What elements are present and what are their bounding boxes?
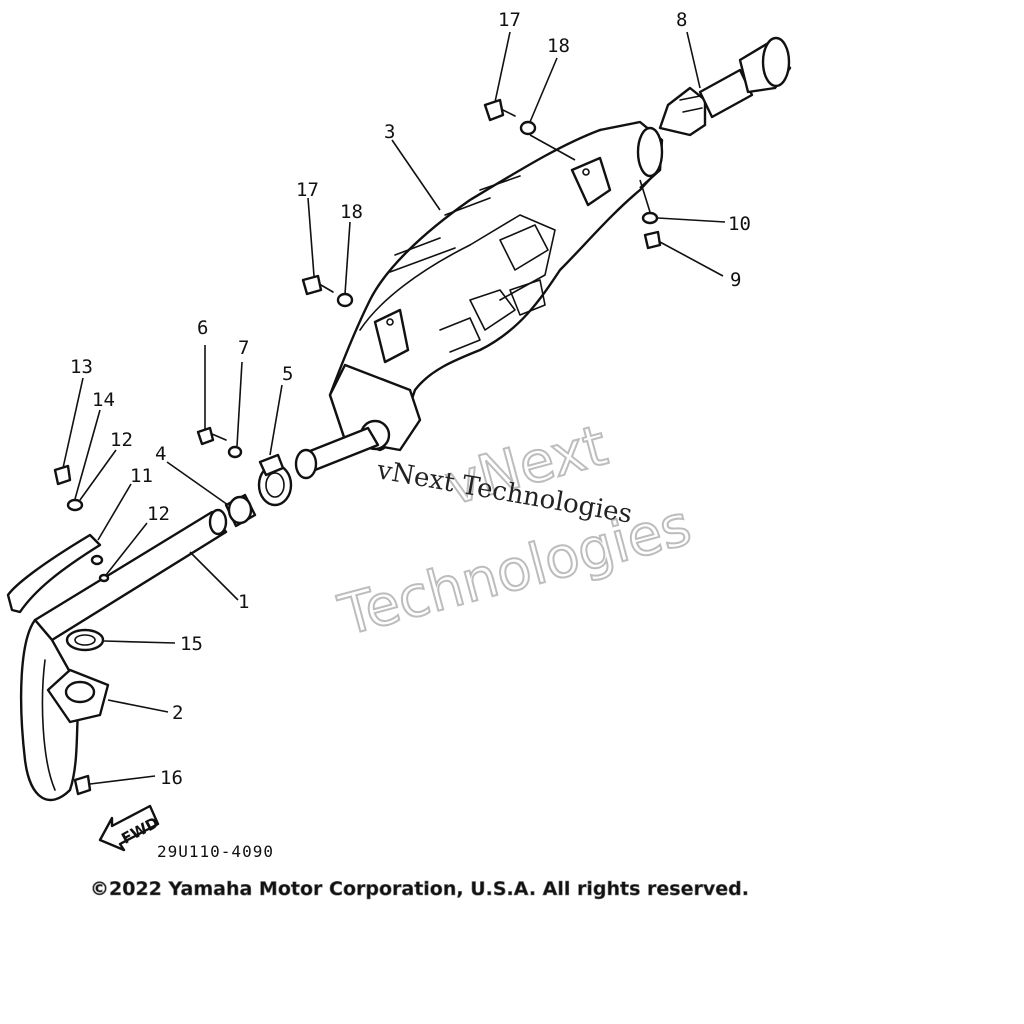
heat-shield [6, 533, 102, 614]
callout-16: 16 [160, 767, 183, 789]
inlet-pipe [294, 426, 380, 480]
clamp [257, 453, 293, 507]
callout-12-lower: 12 [147, 503, 170, 525]
bolts-washers [53, 98, 662, 796]
callout-10: 10 [728, 213, 751, 235]
callout-12-upper: 12 [110, 429, 133, 451]
callout-1: 1 [238, 591, 249, 613]
exhaust-pipe [19, 508, 228, 802]
callout-3: 3 [384, 121, 395, 143]
part-code: 29U110-4090 [157, 842, 274, 861]
muffler-body [328, 120, 664, 452]
callout-18-upper: 18 [547, 35, 570, 57]
callout-13: 13 [70, 356, 93, 378]
leader-lines [62, 31, 726, 785]
callout-labels: 1 2 3 4 5 6 7 8 9 10 11 12 12 13 14 15 1… [70, 9, 751, 789]
joint [224, 493, 257, 528]
callout-15: 15 [180, 633, 203, 655]
callout-9: 9 [730, 269, 741, 291]
watermark-large-line-2: Technologies [332, 493, 697, 649]
callout-5: 5 [282, 363, 293, 385]
callout-2: 2 [172, 702, 183, 724]
callout-11: 11 [130, 465, 153, 487]
gasket [65, 628, 105, 652]
callout-17-upper: 17 [498, 9, 521, 31]
callout-17-middle: 17 [296, 179, 319, 201]
tailpipe-assembly [658, 36, 792, 137]
flange [46, 668, 110, 724]
callout-18-middle: 18 [340, 201, 363, 223]
callout-8: 8 [676, 9, 687, 31]
copyright-notice: ©2022 Yamaha Motor Corporation, U.S.A. A… [90, 878, 749, 900]
callout-7: 7 [238, 337, 249, 359]
callout-14: 14 [92, 389, 115, 411]
callout-4: 4 [155, 443, 166, 465]
fwd-arrow: FWD [98, 804, 162, 852]
callout-6: 6 [197, 317, 208, 339]
